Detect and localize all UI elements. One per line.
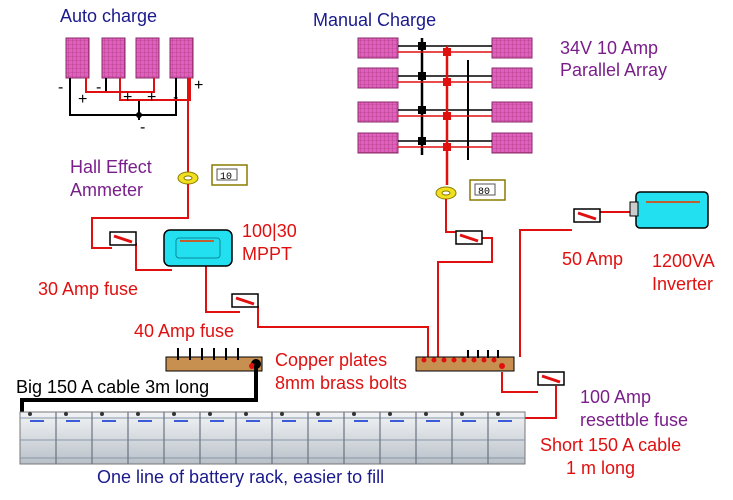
label-mppt-line1: 100|30 [242,221,297,241]
label-big-cable: Big 150 A cable 3m long [16,377,210,397]
big-black-cable [20,364,258,422]
label-fuse-50: 50 Amp [562,249,624,269]
auto-solar-panels [65,37,194,79]
label-fuse-30: 30 Amp fuse [38,279,139,299]
label-fuse-100-line2: resettble fuse [580,410,689,430]
label-fuse-40: 40 Amp fuse [134,321,235,341]
busbar-left [165,348,263,372]
fuse-manual [455,230,483,245]
polarity-plus: + [194,77,203,94]
label-battery-rack: One line of battery rack, easier to fill [97,467,385,487]
label-hall-line1: Hall Effect [70,157,152,177]
junction-dot [136,112,142,118]
label-array-line1: 34V 10 Amp [560,38,659,58]
label-copper-line2: 8mm brass bolts [275,373,408,393]
label-manual-charge: Manual Charge [313,10,437,30]
polarity-minus: - [58,79,63,96]
manual-array-junctions [418,42,451,151]
busbar-right [415,350,515,372]
label-mppt-line2: MPPT [242,244,293,264]
polarity-plus: + [123,89,132,106]
auto-polarity-marks: - + - + + - + - [58,77,203,136]
label-short-cable-line1: Short 150 A cable [540,435,682,455]
ammeter-reading-manual: 80 [478,187,490,198]
polarity-minus: - [96,79,101,96]
label-copper-line1: Copper plates [275,350,388,370]
ammeter-reading-auto: 10 [220,172,232,183]
fuse-50a [573,208,601,223]
polarity-minus: - [140,119,145,136]
label-fuse-100-line1: 100 Amp [580,387,652,407]
label-array-line2: Parallel Array [560,60,668,80]
mppt-controller [163,229,233,267]
inverter [629,191,709,229]
red-power-wires [91,184,636,419]
polarity-minus: - [173,89,178,106]
hall-sensor-auto [177,171,199,185]
fuse-100a [537,371,565,386]
ammeter-display-manual: 80 [469,179,506,201]
label-hall-line2: Ammeter [70,180,144,200]
label-inverter-line1: 1200VA [652,251,715,271]
battery-rack [19,411,526,465]
ammeter-display-auto: 10 [211,164,248,186]
label-short-cable-line2: 1 m long [566,458,636,478]
label-auto-charge: Auto charge [60,6,158,26]
hall-sensor-manual [435,186,457,200]
manual-array-wiring [398,38,492,185]
manual-solar-panels [357,37,533,154]
label-inverter-line2: Inverter [652,274,714,294]
fuse-40a [231,293,259,308]
fuse-30a [109,231,137,246]
polarity-plus: + [147,89,156,106]
polarity-plus: + [78,91,87,108]
